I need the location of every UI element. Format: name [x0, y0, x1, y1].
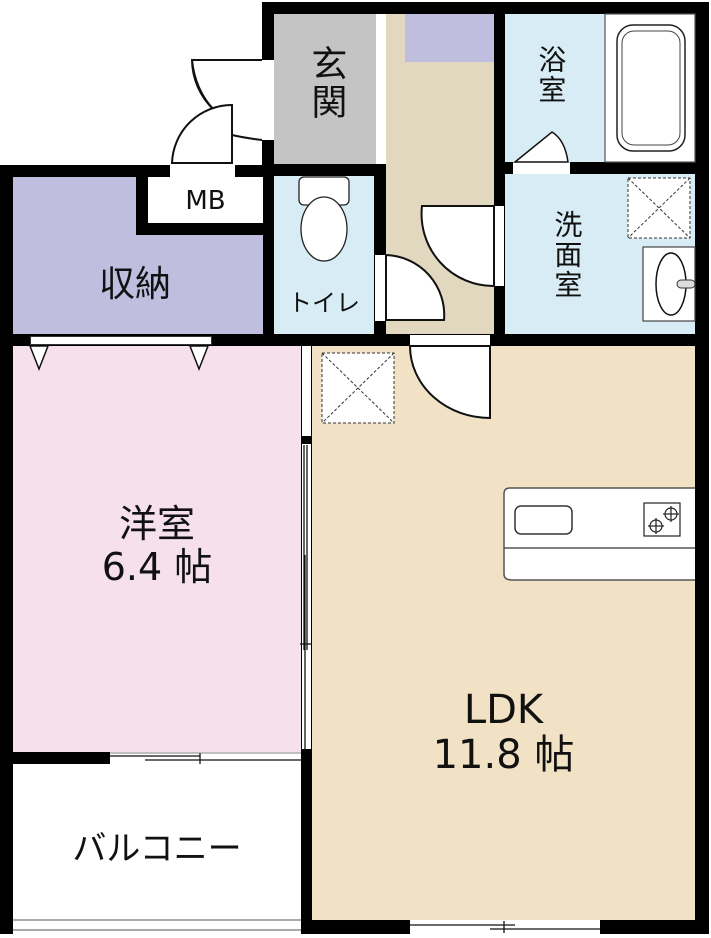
storage-door-opening — [30, 336, 212, 345]
wall — [136, 223, 263, 235]
genkan-label: 玄関 — [305, 45, 347, 121]
bath-door-opening — [513, 162, 570, 174]
storage-door-marker-icon — [188, 345, 210, 372]
toilet-door-icon — [385, 253, 446, 321]
wall — [136, 165, 148, 235]
toilet-label: トイレ — [288, 289, 360, 317]
balcony-label: バルコニー — [72, 829, 242, 869]
wall — [695, 2, 709, 934]
mb-door-opening — [170, 165, 235, 177]
wall — [262, 164, 386, 176]
western-sliding-door — [302, 346, 311, 436]
entrance-door-icon — [170, 59, 263, 164]
wall — [0, 752, 110, 764]
sliding-door-icon — [300, 445, 312, 750]
wall — [0, 165, 13, 934]
shoe-storage — [405, 14, 494, 62]
genkan-step — [376, 14, 386, 164]
washroom-label: 洗面室 — [550, 210, 584, 300]
washroom-door-icon — [420, 205, 495, 288]
western-window-opening — [110, 752, 301, 764]
ldk-door-icon — [408, 345, 491, 420]
ldk-window-opening — [410, 920, 600, 934]
western-room-size: 6.4 帖 — [101, 544, 213, 589]
ldk-label: LDK 11.8 帖 — [312, 688, 695, 778]
entrance-door-opening — [262, 60, 274, 140]
wall — [262, 2, 709, 14]
balcony-area — [13, 764, 301, 920]
western-room-label: 洋室 6.4 帖 — [13, 503, 301, 588]
fridge-space-icon — [321, 352, 395, 424]
western-room-name: 洋室 — [118, 502, 195, 546]
ldk-size: 11.8 帖 — [432, 731, 575, 778]
wall — [263, 165, 274, 346]
ldk-area — [312, 346, 695, 920]
wall — [494, 2, 505, 346]
window-icon — [410, 921, 600, 933]
washroom-door-opening — [494, 206, 504, 286]
storage-label: 収納 — [98, 264, 171, 305]
toilet-icon — [300, 196, 348, 262]
ldk-door-opening — [410, 335, 490, 345]
mb-label: MB — [185, 186, 226, 216]
washer-space-icon — [627, 177, 691, 239]
mb-area — [148, 177, 263, 223]
toilet-door-opening — [375, 255, 385, 321]
stove-icon — [643, 502, 681, 537]
bath-door-icon — [512, 131, 569, 163]
ldk-name: LDK — [463, 687, 544, 733]
kitchen-sink-icon — [514, 505, 573, 535]
window-icon — [110, 752, 301, 764]
western-room-area — [13, 346, 301, 752]
genkan-area — [274, 14, 376, 164]
storage-door-marker-icon — [28, 345, 50, 372]
bathroom-label: 浴室 — [534, 45, 568, 105]
bathtub-icon — [616, 24, 686, 152]
